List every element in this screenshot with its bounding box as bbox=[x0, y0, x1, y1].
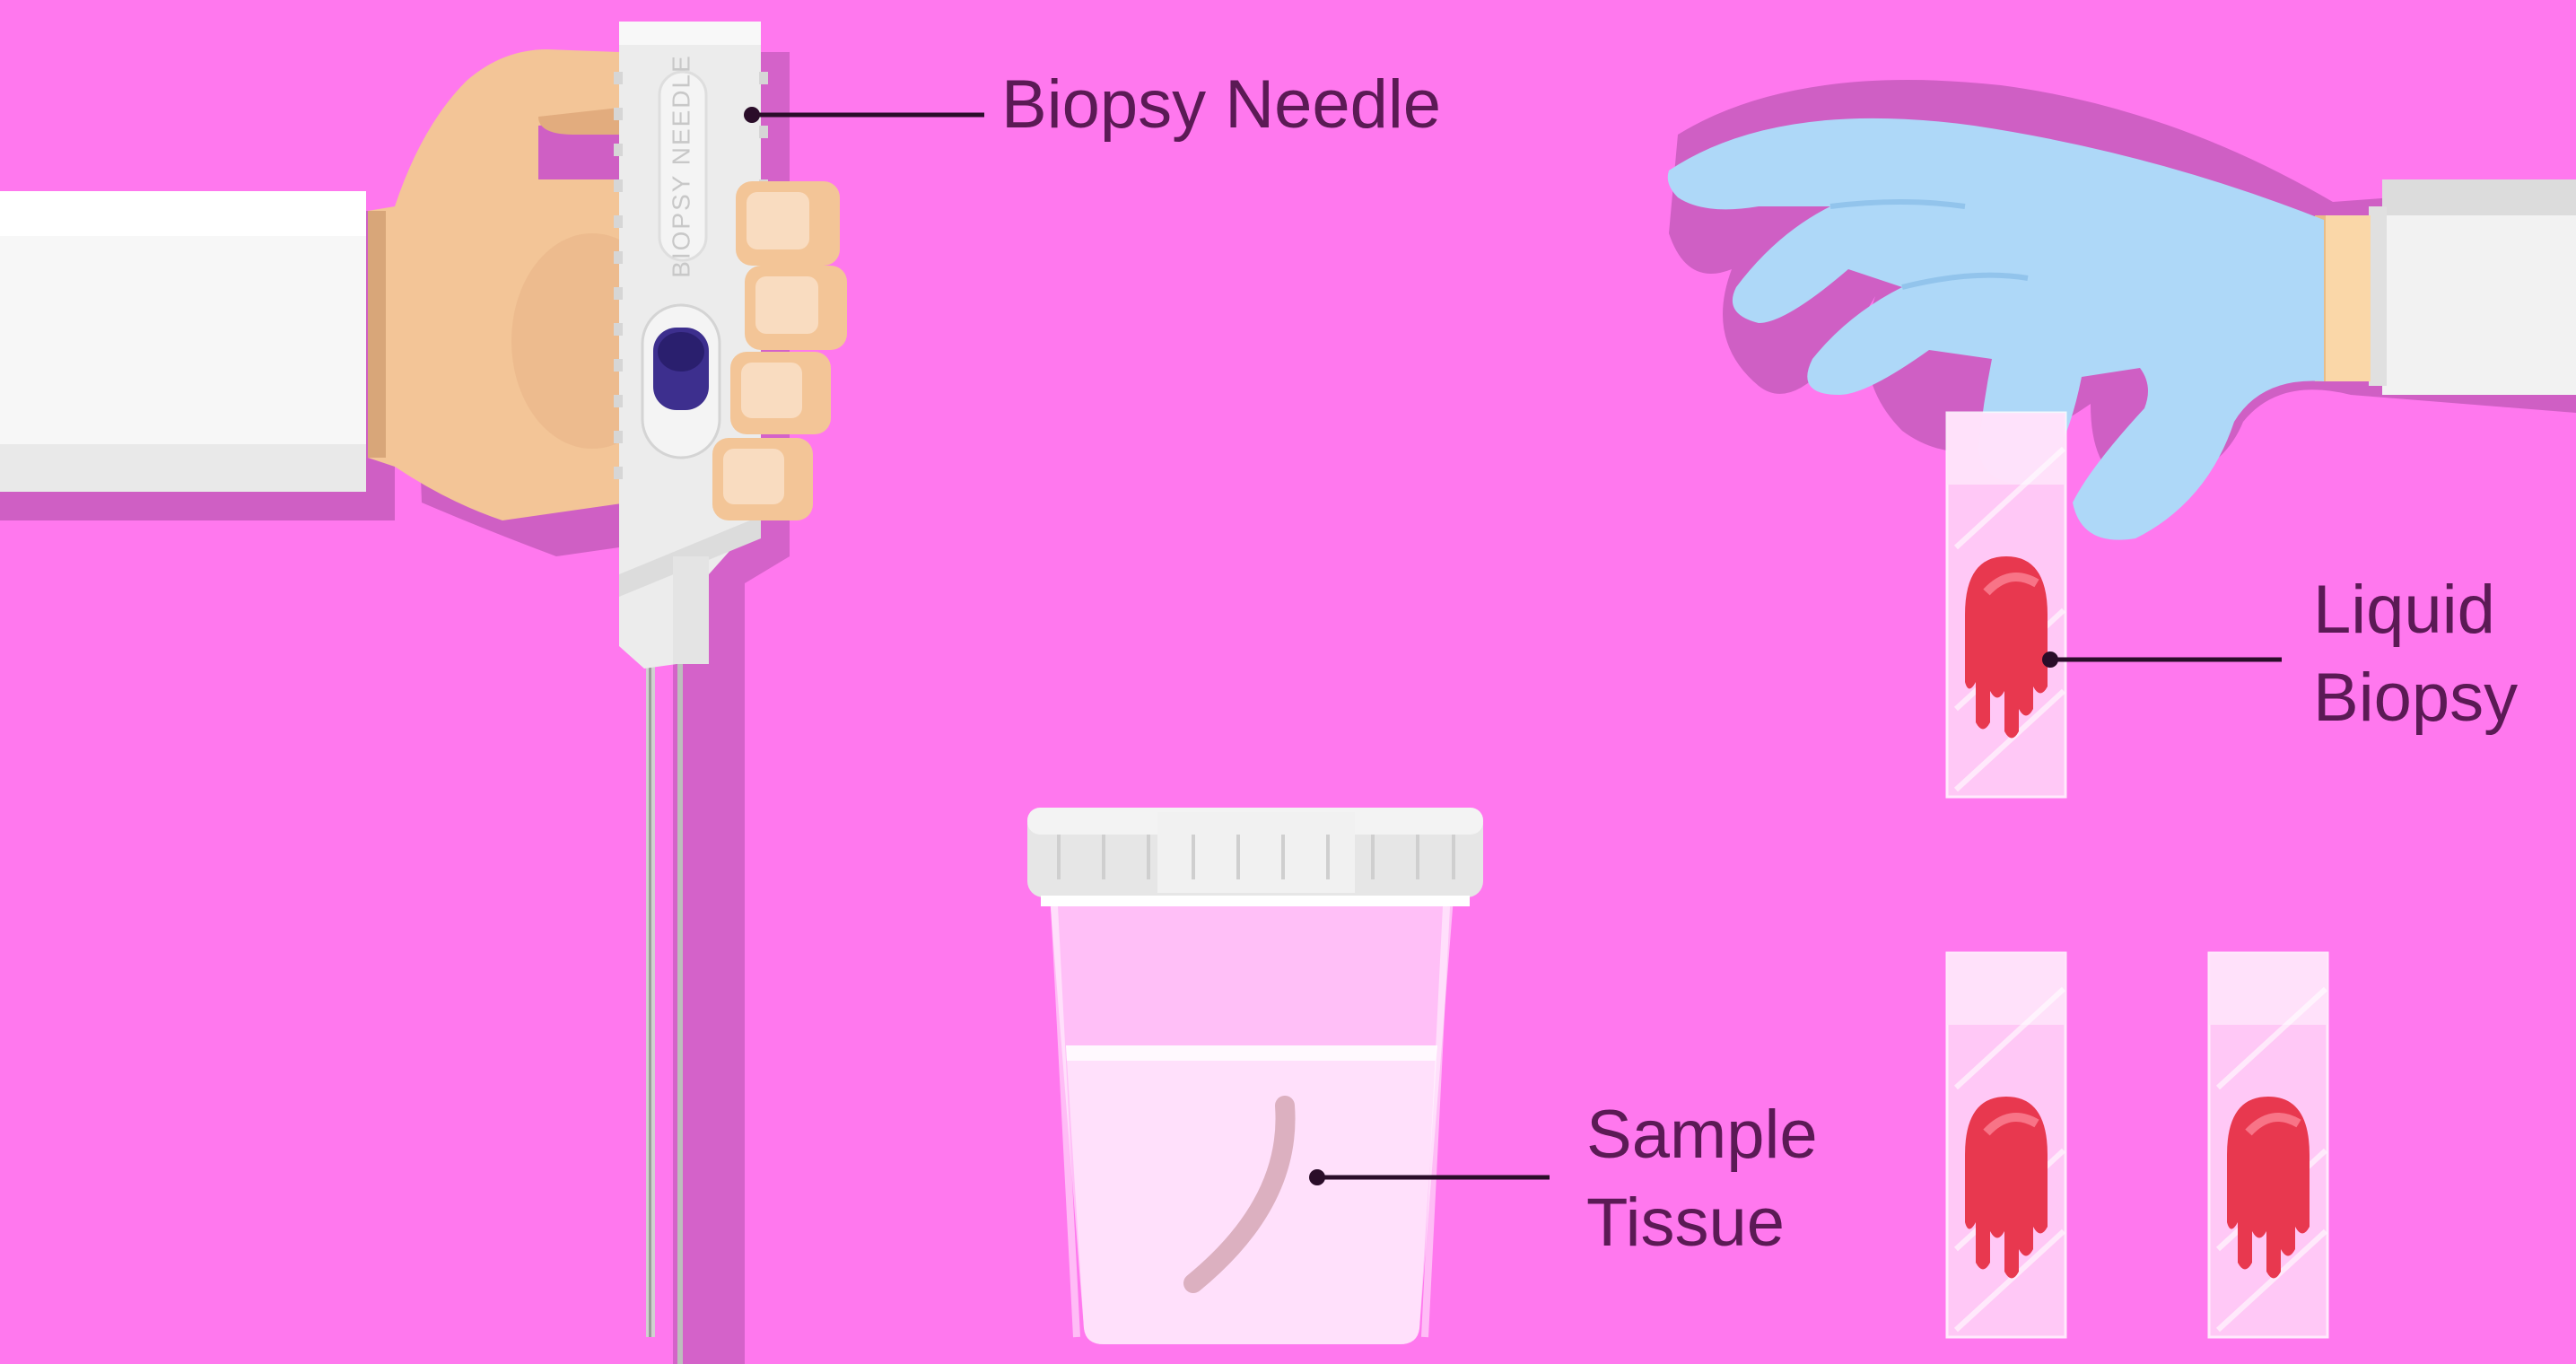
needle-hand-group: BIOPSY NEEDLE bbox=[0, 22, 847, 1364]
sample-container-icon bbox=[1027, 808, 1483, 1344]
sleeve bbox=[0, 191, 366, 492]
blood-tube-icon bbox=[1947, 953, 2065, 1337]
device-engraving: BIOPSY NEEDLE bbox=[667, 54, 694, 278]
blood-tube-icon bbox=[1947, 413, 2065, 797]
liquid-biopsy-label-line2: Biopsy bbox=[2313, 660, 2518, 736]
sample-tissue-label-line2: Tissue bbox=[1586, 1185, 1785, 1261]
liquid-biopsy-callout: Liquid Biopsy bbox=[2042, 572, 2518, 736]
sample-tissue-label-line1: Sample bbox=[1586, 1097, 1818, 1173]
liquid-biopsy-label-line1: Liquid bbox=[2313, 572, 2495, 648]
biopsy-needle-label: Biopsy Needle bbox=[1001, 66, 1441, 143]
blood-tube-icon bbox=[2209, 953, 2327, 1337]
biopsy-needle-callout: Biopsy Needle bbox=[744, 66, 1441, 143]
